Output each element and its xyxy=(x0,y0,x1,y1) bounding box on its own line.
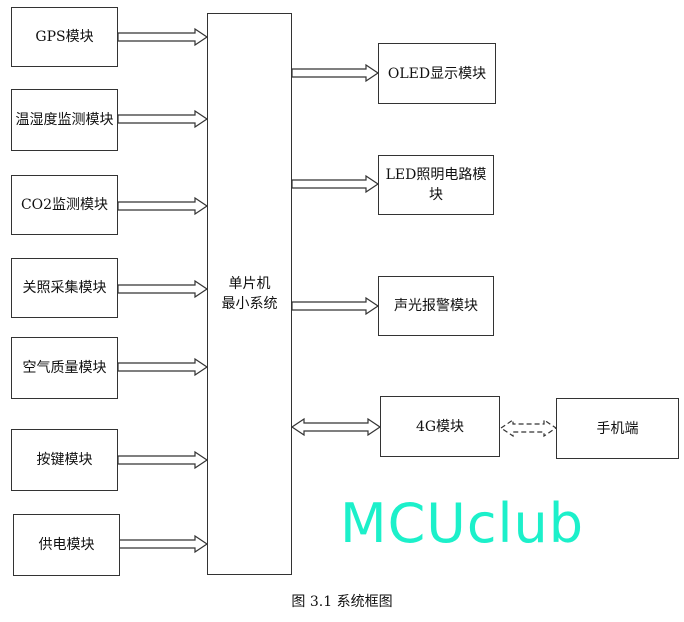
box-label: 按键模块 xyxy=(36,452,93,468)
box-label: 温湿度监测模块 xyxy=(15,112,114,128)
output-arrow xyxy=(291,296,380,316)
figure-caption: 图 3.1 系统框图 xyxy=(291,594,393,610)
input-arrow xyxy=(117,109,209,129)
output-arrow xyxy=(291,174,380,194)
box-label: CO2监测模块 xyxy=(20,197,109,213)
box-label: LED照明电路模块 xyxy=(385,167,487,203)
oled-module-box: OLED显示模块 xyxy=(378,43,496,104)
key-module-box: 按键模块 xyxy=(11,429,118,491)
mcu-label-line1: 单片机 xyxy=(228,276,271,292)
box-label: 4G模块 xyxy=(415,418,465,435)
mcu-box: 单片机 最小系统 xyxy=(207,13,292,575)
phone-box: 手机端 xyxy=(556,398,679,459)
co2-module-box: CO2监测模块 xyxy=(11,175,118,235)
4g-module-box: 4G模块 xyxy=(380,396,500,457)
box-label: 关照采集模块 xyxy=(22,280,107,296)
input-arrow xyxy=(117,196,209,216)
box-label: 供电模块 xyxy=(38,537,95,553)
bidirectional-arrow xyxy=(290,417,382,437)
box-label: 空气质量模块 xyxy=(22,360,107,376)
box-label: 声光报警模块 xyxy=(394,298,478,314)
output-arrow xyxy=(291,63,380,83)
mcu-label-line2: 最小系统 xyxy=(221,296,278,312)
input-arrow xyxy=(117,534,209,554)
wireless-dashed-arrow xyxy=(499,418,558,438)
input-arrow xyxy=(117,279,209,299)
light-sensor-module-box: 关照采集模块 xyxy=(11,258,118,318)
box-label: GPS模块 xyxy=(35,29,94,45)
air-quality-module-box: 空气质量模块 xyxy=(11,337,118,399)
alarm-module-box: 声光报警模块 xyxy=(378,276,494,336)
led-module-box: LED照明电路模块 xyxy=(378,155,494,215)
box-label: OLED显示模块 xyxy=(387,65,487,82)
input-arrow xyxy=(117,450,209,470)
watermark-logo: MCUclub xyxy=(340,492,585,555)
input-arrow xyxy=(117,357,209,377)
box-label: 手机端 xyxy=(596,420,639,437)
input-arrow xyxy=(117,27,209,47)
power-module-box: 供电模块 xyxy=(13,514,120,576)
temp-humidity-module-box: 温湿度监测模块 xyxy=(11,89,118,151)
gps-module-box: GPS模块 xyxy=(11,7,118,67)
